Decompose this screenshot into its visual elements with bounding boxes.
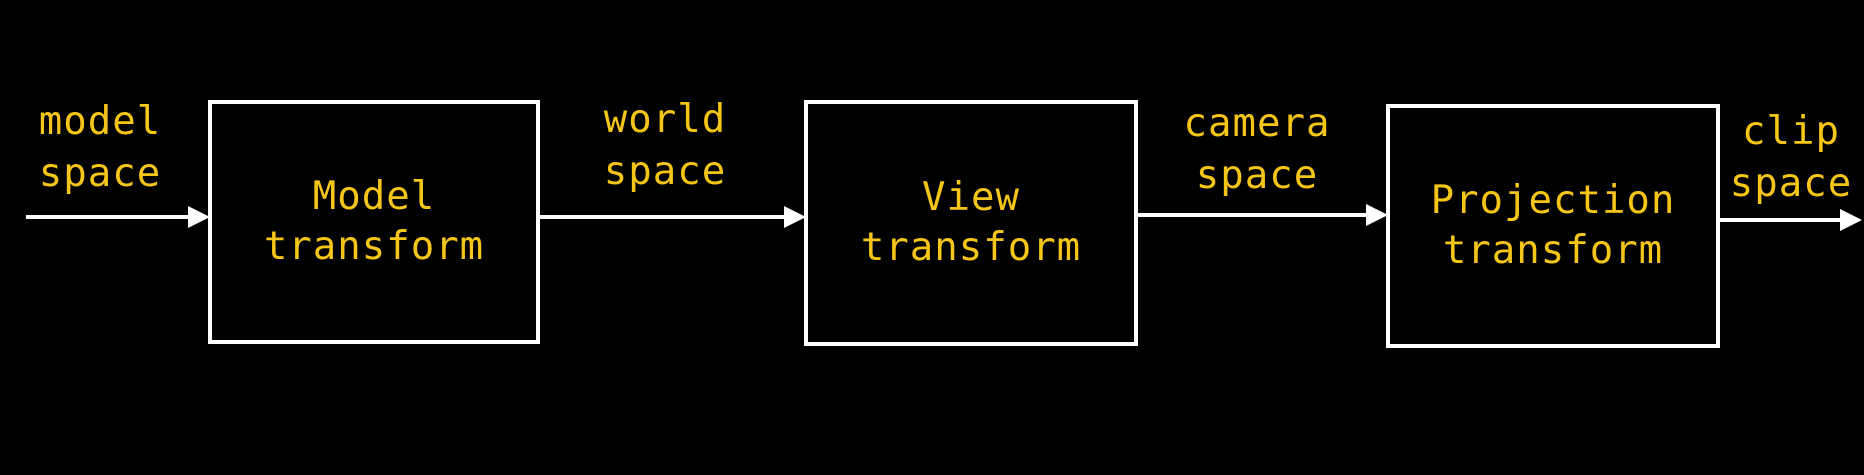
arrow-into-model-transform (26, 206, 210, 228)
model-space-label-line1: model (38, 99, 162, 144)
view-transform-line1: View (922, 175, 1020, 220)
arrow-model-to-view (538, 206, 806, 228)
view-transform-box: View transform (804, 100, 1138, 346)
view-transform-line2: transform (860, 225, 1082, 270)
clip-space-label: clip space (1718, 106, 1864, 210)
model-space-label-line2: space (38, 151, 162, 196)
arrow-view-to-projection (1136, 204, 1388, 226)
clip-space-label-line2: space (1729, 161, 1853, 206)
projection-transform-line2: transform (1442, 228, 1664, 273)
arrow-out-of-projection (1718, 209, 1862, 231)
world-space-label: world space (580, 94, 750, 198)
model-transform-line2: transform (263, 224, 485, 269)
projection-transform-box: Projection transform (1386, 104, 1720, 348)
camera-space-label-line1: camera (1183, 101, 1331, 146)
camera-space-label-line2: space (1195, 153, 1319, 198)
projection-transform-line1: Projection (1430, 178, 1676, 223)
model-transform-box: Model transform (208, 100, 540, 344)
model-space-label: model space (20, 96, 180, 200)
model-transform-line1: Model (312, 174, 436, 219)
world-space-label-line2: space (603, 149, 727, 194)
clip-space-label-line1: clip (1742, 109, 1840, 154)
camera-space-label: camera space (1162, 98, 1352, 202)
world-space-label-line1: world (603, 97, 727, 142)
